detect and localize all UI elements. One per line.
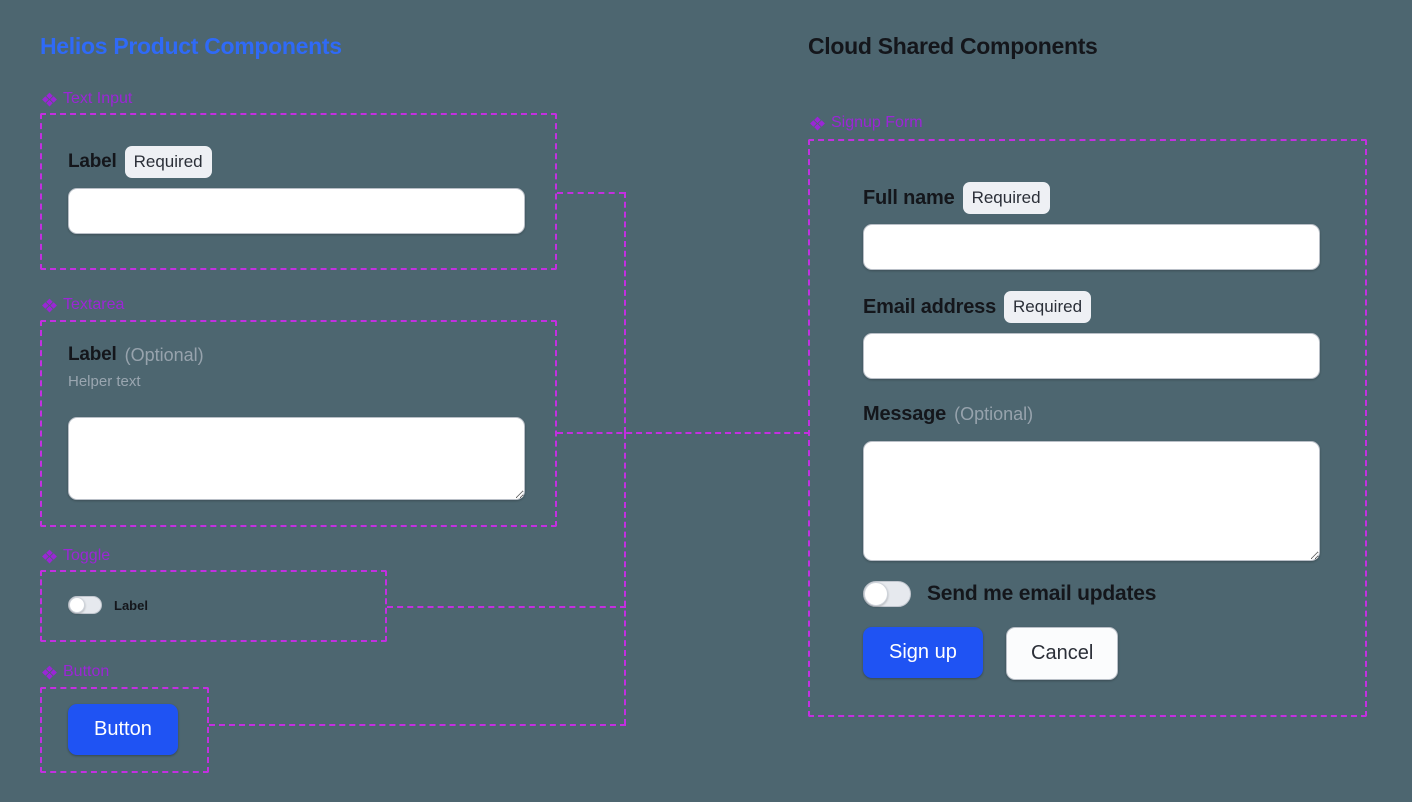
text-input-wrapper	[68, 188, 525, 234]
email-label: Email address	[863, 295, 997, 318]
toggle-label-small: Label	[114, 597, 148, 613]
connector-trunk-lower-vertical	[624, 433, 626, 725]
sign-up-button[interactable]: Sign up	[863, 627, 983, 678]
toggle-switch-small[interactable]	[68, 596, 102, 614]
section-label-toggle: Toggle	[42, 547, 110, 565]
full-name-input-wrapper	[863, 224, 1320, 270]
section-label-button: Button	[42, 663, 109, 681]
message-label: Message	[863, 403, 947, 425]
optional-tag: (Optional)	[954, 404, 1034, 424]
diamond-cluster-icon	[42, 549, 57, 563]
section-label-text: Text Input	[63, 90, 133, 107]
message-textarea-wrapper	[863, 441, 1320, 561]
annotation-box-text-input	[40, 113, 557, 270]
section-label-text: Textarea	[63, 296, 125, 313]
demo-button[interactable]: Button	[68, 704, 178, 755]
diamond-cluster-icon	[42, 298, 57, 312]
connector-trunk-upper-vertical	[624, 192, 626, 433]
required-badge: Required	[1004, 291, 1092, 323]
text-input-label-row: Label Required	[68, 146, 212, 178]
connector-button-horizontal	[209, 724, 626, 726]
textarea-helper-text: Helper text	[68, 373, 141, 390]
full-name-label-row: Full name Required	[863, 182, 1050, 214]
section-label-text-input: Text Input	[42, 90, 132, 108]
required-badge: Required	[124, 146, 212, 178]
textarea-label: Label	[68, 344, 117, 365]
diamond-cluster-icon	[42, 92, 57, 106]
optional-tag: (Optional)	[124, 344, 204, 365]
textarea-field[interactable]	[68, 417, 525, 500]
section-label-text: Toggle	[63, 547, 111, 564]
toggle-knob	[69, 597, 85, 613]
section-label-signup-form: Signup Form	[810, 114, 923, 132]
email-label-row: Email address Required	[863, 291, 1092, 323]
right-column-title: Cloud Shared Components	[808, 33, 1098, 59]
textarea-wrapper	[68, 417, 525, 500]
cancel-button[interactable]: Cancel	[1006, 627, 1119, 680]
full-name-label: Full name	[863, 186, 955, 209]
toggle-row-small[interactable]: Label	[68, 596, 148, 614]
annotation-box-signup-form	[808, 139, 1367, 717]
connector-textarea-horizontal	[557, 432, 810, 434]
email-updates-toggle[interactable]	[863, 581, 911, 607]
diamond-cluster-icon	[810, 116, 825, 130]
section-label-text: Signup Form	[831, 114, 923, 131]
section-label-textarea: Textarea	[42, 296, 124, 314]
connector-text-input-horizontal	[557, 192, 625, 194]
full-name-input[interactable]	[863, 224, 1320, 270]
annotation-box-button	[40, 687, 209, 773]
annotation-box-textarea	[40, 320, 557, 527]
connector-toggle-horizontal	[387, 606, 626, 608]
email-input[interactable]	[863, 333, 1320, 379]
section-label-text: Button	[63, 663, 110, 680]
email-updates-label: Send me email updates	[927, 582, 1157, 605]
left-column-title: Helios Product Components	[40, 33, 342, 59]
annotation-box-toggle	[40, 570, 387, 642]
textarea-label-row: Label (Optional) Helper text	[68, 344, 204, 390]
text-input-label: Label	[68, 151, 117, 172]
email-updates-toggle-row[interactable]: Send me email updates	[863, 581, 1156, 607]
message-label-row: Message (Optional)	[863, 403, 1033, 426]
diamond-cluster-icon	[42, 665, 57, 679]
toggle-knob	[864, 582, 888, 606]
message-textarea[interactable]	[863, 441, 1320, 561]
required-badge: Required	[962, 182, 1050, 214]
text-input-field[interactable]	[68, 188, 525, 234]
email-input-wrapper	[863, 333, 1320, 379]
